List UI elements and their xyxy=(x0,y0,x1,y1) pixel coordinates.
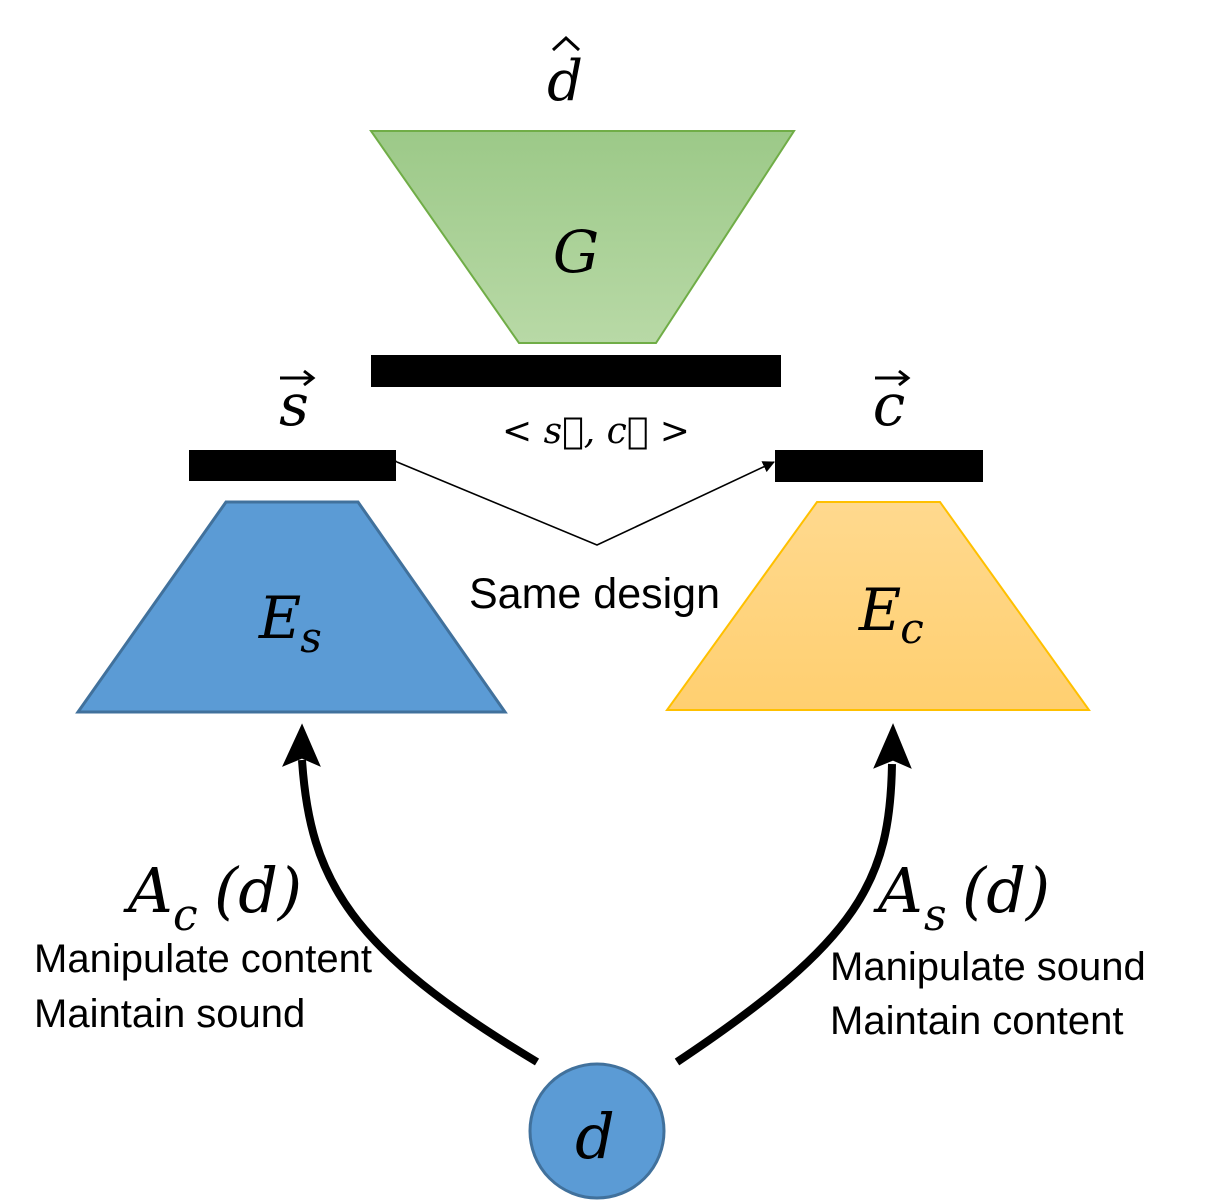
joint-code-bar xyxy=(371,355,781,387)
right-function-argument: (d) xyxy=(962,854,1050,927)
style-code-bar xyxy=(189,450,396,481)
left-function-subscript: c xyxy=(173,890,198,941)
right-branch-formula: A s (d) xyxy=(873,854,1050,941)
left-function-label: A xyxy=(123,854,173,927)
left-branch-formula: A c (d) xyxy=(123,854,302,941)
right-function-subscript: s xyxy=(924,890,947,941)
joint-code-label: < s⃗, c⃗ > xyxy=(502,411,690,452)
content-encoder-subscript: c xyxy=(900,604,924,653)
generator-output-label: d xyxy=(547,35,583,114)
left-augmentation-arrow xyxy=(298,759,540,1066)
same-design-label: Same design xyxy=(469,570,720,618)
generator-block xyxy=(369,130,796,344)
style-encoder-block xyxy=(78,502,505,712)
left-branch-line-2: Maintain sound xyxy=(34,992,305,1036)
right-branch-line-1: Manipulate sound xyxy=(830,945,1146,989)
vector-arrow-icon xyxy=(280,369,316,387)
hat-accent-icon xyxy=(551,35,581,52)
style-encoder-subscript: s xyxy=(300,613,322,662)
content-code-label: c xyxy=(873,371,905,439)
right-branch-line-2: Maintain content xyxy=(830,999,1124,1043)
content-code-label-group: c xyxy=(873,369,911,439)
left-arrowhead-icon xyxy=(282,723,321,767)
left-function-argument: (d) xyxy=(214,854,302,927)
input-node xyxy=(530,1064,664,1198)
same-design-connector xyxy=(384,452,775,546)
right-arrowhead-icon xyxy=(873,723,912,769)
style-encoder-outline xyxy=(75,500,508,714)
style-code-label-group: s xyxy=(279,369,316,439)
vector-arrow-icon xyxy=(875,369,911,387)
left-branch-line-1: Manipulate content xyxy=(34,937,372,981)
generator-label: G xyxy=(553,218,599,286)
right-augmentation-arrow xyxy=(674,763,896,1066)
style-code-label: s xyxy=(279,371,309,439)
content-encoder-label: E xyxy=(858,576,901,644)
style-encoder-label: E xyxy=(258,584,301,652)
input-node-outline xyxy=(528,1062,666,1200)
generator-output-text: d xyxy=(547,49,583,114)
input-node-label: d xyxy=(575,1100,615,1173)
content-encoder-block xyxy=(665,501,1091,711)
content-code-bar xyxy=(775,450,983,482)
right-function-label: A xyxy=(873,854,923,927)
